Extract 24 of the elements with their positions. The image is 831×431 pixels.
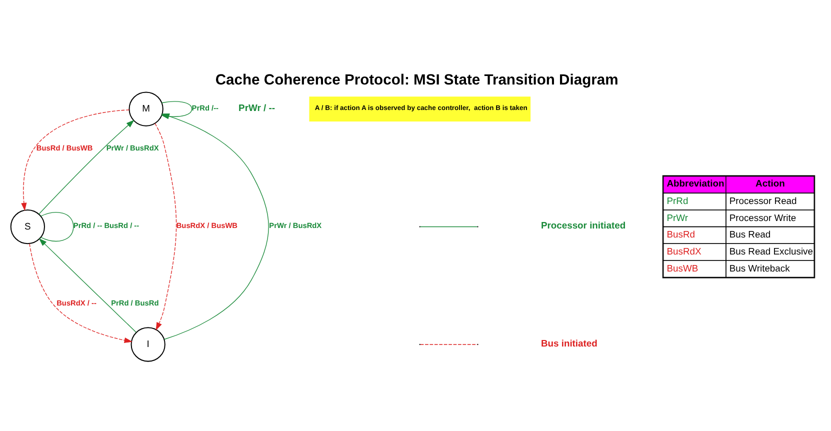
edge-label: PrRd / BusRd xyxy=(111,298,159,307)
edge-label: PrRd /-- xyxy=(192,102,219,112)
edge-label: PrWr / BusRdX xyxy=(106,143,159,152)
edge-label: BusRd / BusWB xyxy=(36,143,93,152)
label: Bus Writeback xyxy=(729,262,790,273)
label: PrRd xyxy=(666,194,688,206)
label: Bus Read xyxy=(729,228,771,240)
legend-label: Bus initiated xyxy=(540,336,598,348)
label: Action xyxy=(756,177,785,188)
edge-label: BusRdX / -- xyxy=(56,298,96,307)
legend-label: Processor initiated xyxy=(540,219,626,230)
label: BusWB xyxy=(666,262,698,273)
label: Abbreviation xyxy=(666,177,724,188)
label: PrWr / -- xyxy=(238,101,275,112)
label: Processor Read xyxy=(729,194,797,206)
edge-label: PrRd / -- BusRd / -- xyxy=(73,220,140,230)
label: BusRd xyxy=(666,228,695,240)
label: Processor Write xyxy=(729,211,796,222)
label: Bus Read Exclusive xyxy=(729,244,813,256)
edge-label: BusRdX / BusWB xyxy=(176,220,238,230)
diagram-title: Cache Coherence Protocol: MSI State Transition Diagram xyxy=(215,72,618,88)
label: BusRdX xyxy=(666,244,702,256)
label: PrWr xyxy=(666,211,688,222)
edge-label: PrWr / BusRdX xyxy=(269,220,322,230)
